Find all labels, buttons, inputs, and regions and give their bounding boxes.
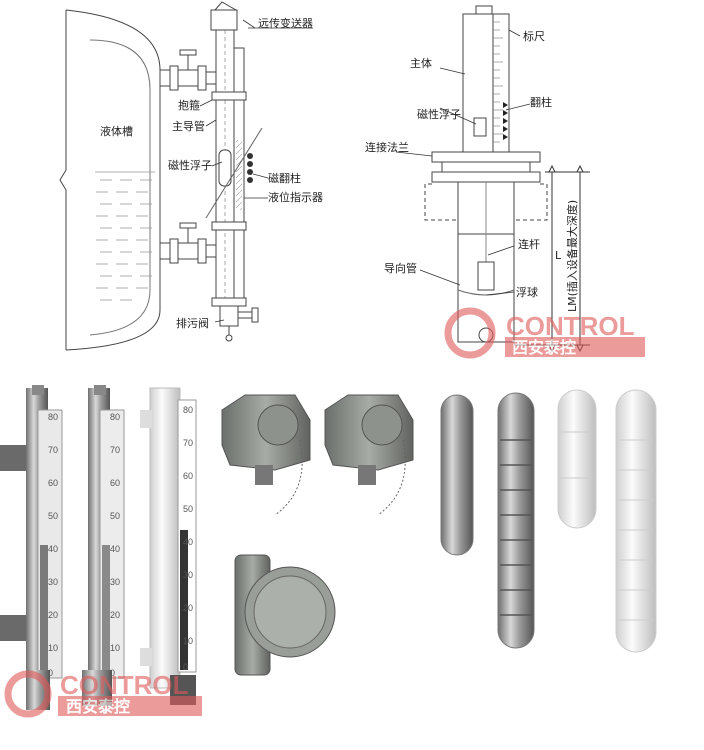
- label-flap: 翻柱: [530, 95, 552, 109]
- tick-70-a: 70: [48, 445, 58, 455]
- junction-box-2: [324, 394, 414, 516]
- brand-name-bottom: CONTROL: [60, 670, 189, 700]
- float-steel-smooth: [440, 394, 474, 556]
- brand-cn-top: 西安泰控: [512, 338, 576, 357]
- tick-0-c: 0: [183, 662, 188, 672]
- label-level-indicator: 液位指示器: [268, 190, 323, 204]
- tick-10-a: 10: [48, 643, 58, 653]
- junction-box-3: [234, 554, 336, 676]
- tick-50-a: 50: [48, 511, 58, 521]
- drain-valve: [211, 297, 259, 342]
- tick-80-b: 80: [110, 412, 120, 422]
- label-main-guide-tube: 主导管: [172, 119, 205, 133]
- connecting-flange: [431, 151, 541, 163]
- brand-name-top: CONTROL: [506, 311, 635, 341]
- brand-cn-bottom: 西安泰控: [66, 697, 130, 716]
- lower-valve: [159, 222, 217, 264]
- junction-box-1: [221, 394, 311, 516]
- label-clamp: 抱箍: [178, 98, 200, 112]
- label-scale: 标尺: [523, 29, 545, 43]
- label-magnetic-flap: 磁翻柱: [268, 171, 301, 185]
- label-rod: 连杆: [518, 237, 540, 251]
- scale-ruler: [492, 13, 510, 155]
- float-steel-ridged: [497, 392, 535, 649]
- label-LM: LM(插入设备最大深度): [565, 200, 579, 312]
- watermark-logo-top: CONTROL 西安泰控: [444, 307, 645, 359]
- float-white-long: [615, 389, 657, 653]
- label-guide-tube: 导向管: [384, 261, 417, 275]
- tick-30-c: 30: [183, 570, 193, 580]
- tick-10-b: 10: [110, 643, 120, 653]
- label-magnetic-float-left: 磁性浮子: [168, 158, 212, 172]
- tick-70-b: 70: [110, 445, 120, 455]
- label-float-ball: 浮球: [516, 285, 538, 299]
- tick-20-a: 20: [48, 610, 58, 620]
- float-white-short: [557, 389, 597, 529]
- magnetic-float: [218, 149, 232, 187]
- tick-50-b: 50: [110, 511, 120, 521]
- magnetic-float-right: [473, 117, 487, 137]
- gauge-1: [0, 385, 63, 710]
- tick-20-b: 20: [110, 610, 120, 620]
- tick-60-c: 60: [183, 471, 193, 481]
- label-connecting-flange: 连接法兰: [365, 140, 409, 154]
- label-main-body: 主体: [410, 56, 432, 70]
- liquid-surface: [95, 171, 155, 301]
- transmitter-head: [210, 9, 238, 31]
- tick-60-a: 60: [48, 478, 58, 488]
- tick-40-b: 40: [110, 544, 120, 554]
- tick-40-c: 40: [183, 537, 193, 547]
- label-L: L: [555, 249, 562, 262]
- label-liquid-tank: 液体槽: [100, 124, 133, 138]
- tick-80-c: 80: [183, 405, 193, 415]
- tick-40-a: 40: [48, 544, 58, 554]
- tick-20-c: 20: [183, 603, 193, 613]
- watermark-logo-bottom: CONTROL 西安泰控: [4, 670, 202, 718]
- tick-50-c: 50: [183, 504, 193, 514]
- gauge-3: [140, 387, 197, 705]
- tick-10-c: 10: [183, 636, 193, 646]
- tick-30-b: 30: [110, 577, 120, 587]
- tick-30-a: 30: [48, 577, 58, 587]
- label-remote-transmitter: 远传变送器: [258, 16, 313, 30]
- label-magnetic-float-right: 磁性浮子: [417, 107, 461, 121]
- tick-60-b: 60: [110, 478, 120, 488]
- tick-0-b: 0: [110, 668, 115, 678]
- left-diagram: [59, 1, 263, 351]
- tick-0-a: 0: [48, 668, 53, 678]
- tick-80-a: 80: [48, 412, 58, 422]
- label-drain-valve: 排污阀: [176, 316, 209, 330]
- tick-70-c: 70: [183, 438, 193, 448]
- upper-valve: [159, 49, 217, 91]
